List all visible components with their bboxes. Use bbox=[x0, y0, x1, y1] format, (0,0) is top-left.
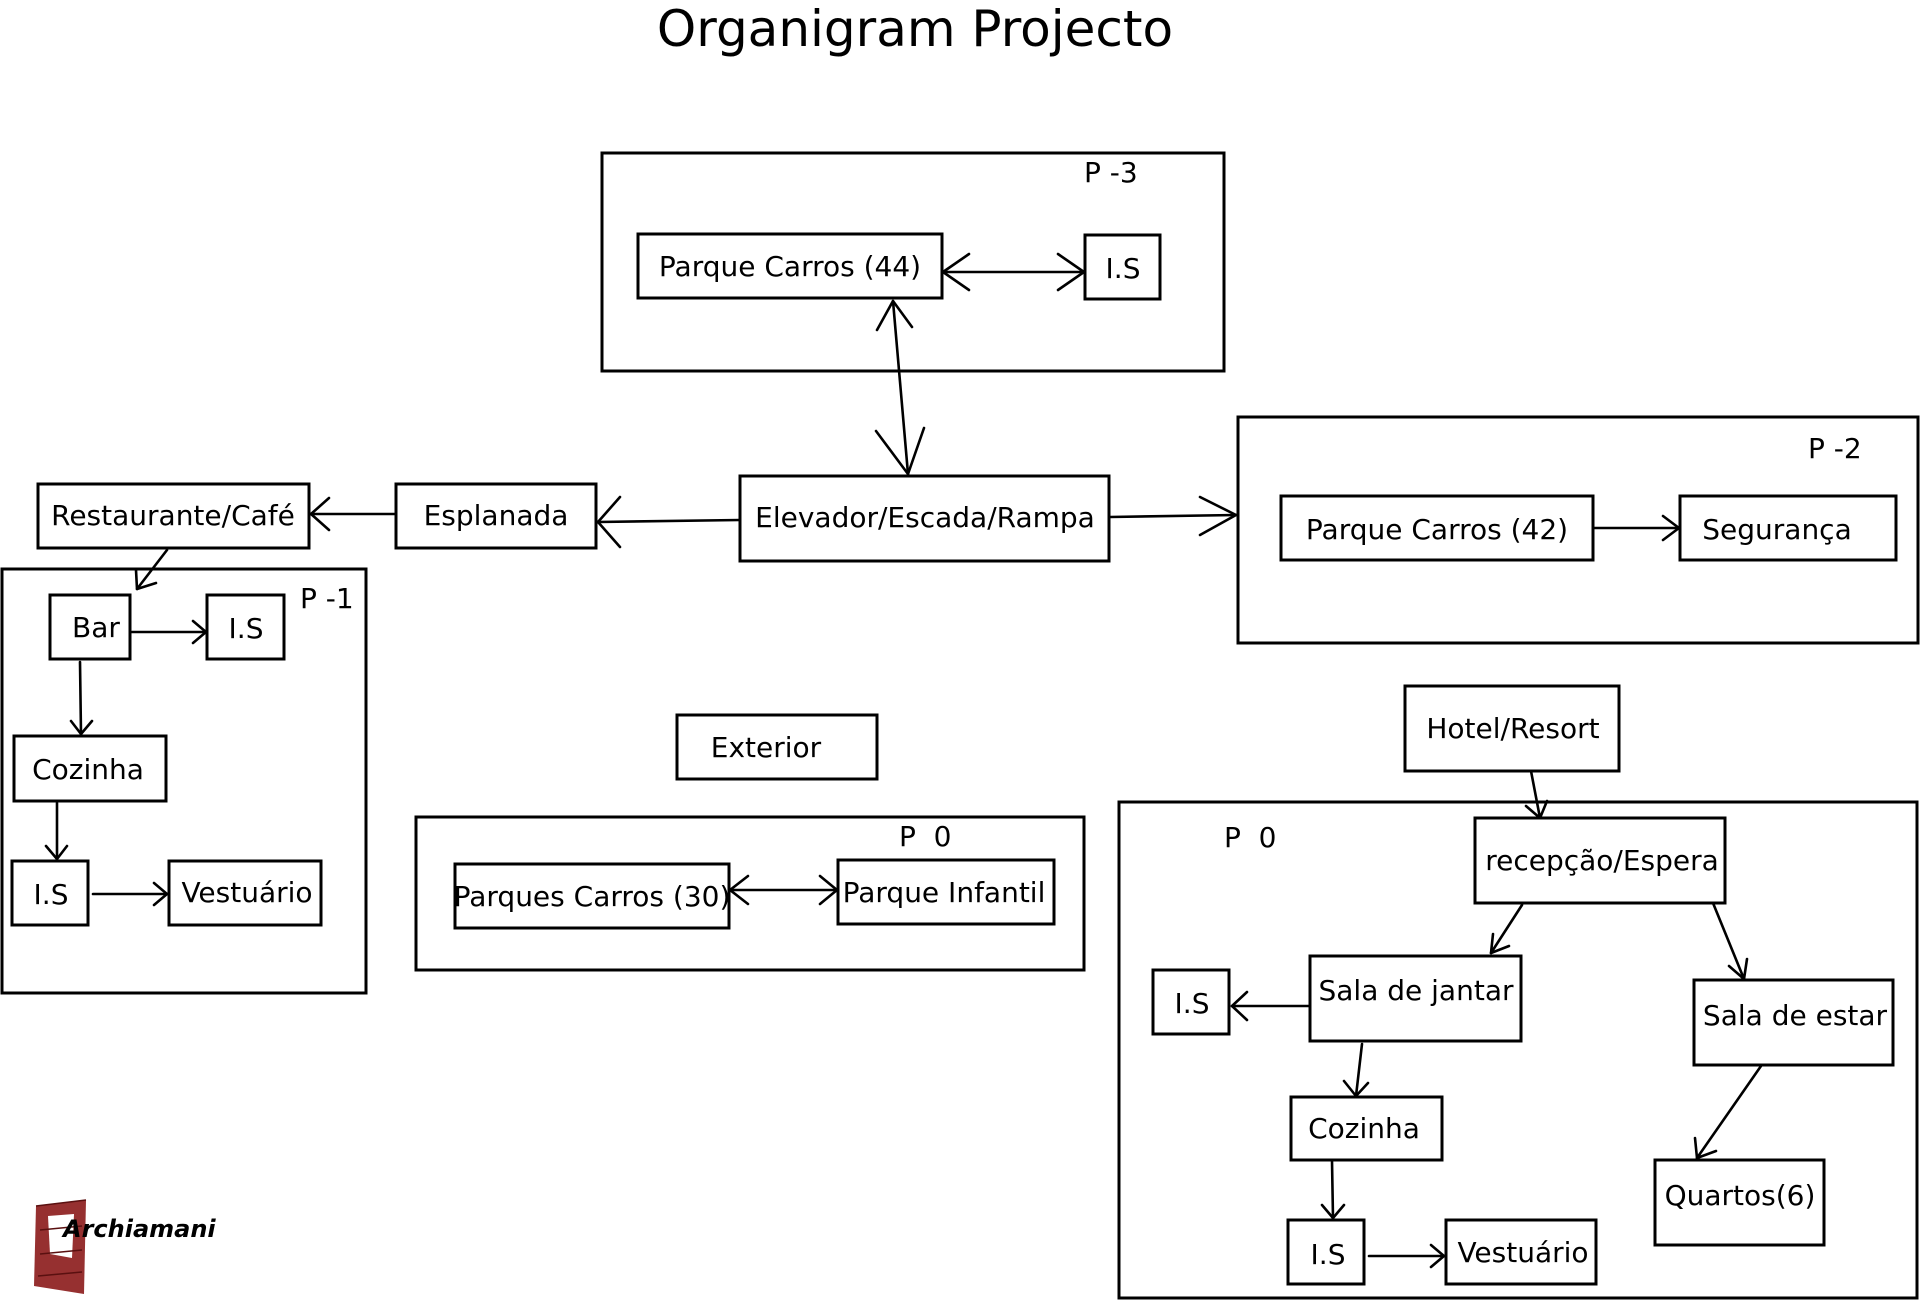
node-cozinha-p0: Cozinha bbox=[1289, 1095, 1444, 1162]
node-elevador: Elevador/Escada/Rampa bbox=[738, 474, 1111, 563]
node-esplanada: Esplanada bbox=[394, 482, 598, 550]
node-label: I.S bbox=[1175, 987, 1210, 1020]
node-label: Sala de jantar bbox=[1318, 974, 1513, 1007]
node-label: I.S bbox=[34, 878, 69, 911]
node-sala-estar: Sala de estar bbox=[1692, 978, 1895, 1067]
node-is-p0: I.S bbox=[1286, 1218, 1366, 1286]
node-label: Parques Carros (30) bbox=[454, 880, 731, 913]
edge-recepcao-estar bbox=[1711, 901, 1746, 981]
node-sala-jantar: Sala de jantar bbox=[1308, 954, 1523, 1043]
edge-parque44-elevador bbox=[891, 299, 910, 476]
arrowhead bbox=[1489, 932, 1511, 955]
arrowhead bbox=[69, 719, 94, 736]
node-parques-carros-30: Parques Carros (30) bbox=[453, 862, 731, 930]
node-label: Parque Carros (42) bbox=[1306, 513, 1568, 546]
node-is-bar: I.S bbox=[205, 593, 286, 661]
node-label: Esplanada bbox=[424, 499, 569, 532]
edge-restaurante-bar bbox=[135, 548, 169, 591]
frame-p2: P -2 bbox=[1236, 415, 1920, 645]
arrowhead bbox=[309, 496, 331, 532]
arrowhead bbox=[1230, 990, 1249, 1022]
arrowhead bbox=[152, 881, 169, 907]
node-cozinha-p1: Cozinha bbox=[12, 734, 168, 803]
arrowhead bbox=[1198, 495, 1238, 537]
arrowhead bbox=[1429, 1243, 1446, 1269]
node-label: I.S bbox=[1311, 1238, 1346, 1271]
level-label-p3: P -3 bbox=[1084, 156, 1138, 189]
frame-p0-hotel: P 0 bbox=[1117, 800, 1919, 1300]
node-label: Exterior bbox=[711, 731, 822, 764]
node-seguranca: Segurança bbox=[1678, 494, 1898, 562]
node-label: Hotel/Resort bbox=[1426, 712, 1599, 745]
node-is-p3: I.S bbox=[1083, 233, 1162, 301]
frame-p1: P -1 bbox=[0, 567, 368, 995]
node-label: I.S bbox=[229, 612, 264, 645]
arrowhead bbox=[875, 299, 914, 332]
logo-text: Archiamani bbox=[61, 1215, 216, 1243]
node-label: Elevador/Escada/Rampa bbox=[755, 501, 1095, 534]
arrowhead bbox=[874, 426, 926, 476]
edge-recepcao-jantar bbox=[1489, 903, 1524, 955]
node-label: Restaurante/Café bbox=[51, 499, 295, 532]
arrowhead bbox=[1320, 1203, 1346, 1220]
arrowhead bbox=[1693, 1136, 1718, 1160]
edge-elevador-parque42 bbox=[1108, 513, 1238, 519]
node-label: Cozinha bbox=[1308, 1112, 1420, 1145]
node-label: Bar bbox=[72, 611, 120, 644]
edge-bar-cozinha bbox=[78, 660, 83, 736]
node-vestuario-p1: Vestuário bbox=[167, 859, 323, 927]
node-vestuario-p0: Vestuário bbox=[1444, 1218, 1598, 1286]
node-label: I.S bbox=[1106, 252, 1141, 285]
level-label-p0-exterior: P 0 bbox=[899, 820, 952, 853]
level-label-p2: P -2 bbox=[1808, 432, 1862, 465]
edge-hotel-recepcao bbox=[1529, 769, 1542, 820]
level-label-p1: P -1 bbox=[300, 582, 354, 615]
node-label: Segurança bbox=[1702, 513, 1852, 546]
node-restaurante: Restaurante/Café bbox=[36, 482, 311, 550]
node-label: Quartos(6) bbox=[1665, 1179, 1816, 1212]
node-exterior: Exterior bbox=[675, 713, 879, 781]
diagram-title: Organigram Projecto bbox=[656, 0, 1174, 58]
node-label: recepção/Espera bbox=[1485, 844, 1719, 877]
node-is-p1: I.S bbox=[10, 859, 90, 927]
frame-p3: P -3 bbox=[600, 151, 1226, 373]
node-parque-infantil: Parque Infantil bbox=[836, 858, 1056, 926]
edge-jantar-cozinha bbox=[1354, 1042, 1364, 1098]
arrowhead bbox=[596, 495, 622, 549]
arrowhead bbox=[134, 568, 158, 591]
node-bar: Bar bbox=[48, 593, 132, 661]
node-label: Parque Infantil bbox=[843, 876, 1046, 909]
node-label: Parque Carros (44) bbox=[659, 250, 921, 283]
archiamani-logo: Archiamani bbox=[34, 1199, 216, 1294]
edge-elevador-esplanada bbox=[596, 518, 742, 524]
node-label: Vestuário bbox=[181, 876, 312, 909]
node-label: Sala de estar bbox=[1703, 999, 1888, 1032]
edge-estar-quartos bbox=[1695, 1064, 1763, 1160]
edge-cozinha-is-p0 bbox=[1330, 1159, 1335, 1220]
node-hotel: Hotel/Resort bbox=[1403, 684, 1621, 773]
edges bbox=[44, 252, 1763, 1269]
node-label: Cozinha bbox=[32, 753, 144, 786]
node-recepcao: recepção/Espera bbox=[1473, 816, 1727, 905]
frame-p0-exterior: P 0 bbox=[414, 815, 1086, 972]
level-label-p0-hotel: P 0 bbox=[1224, 821, 1277, 854]
arrowhead bbox=[44, 844, 69, 861]
node-parque-carros-44: Parque Carros (44) bbox=[636, 232, 944, 300]
node-parque-carros-42: Parque Carros (42) bbox=[1279, 494, 1595, 562]
node-quartos: Quartos(6) bbox=[1653, 1158, 1826, 1247]
node-is-jantar: I.S bbox=[1151, 968, 1231, 1036]
node-label: Vestuário bbox=[1457, 1236, 1588, 1269]
